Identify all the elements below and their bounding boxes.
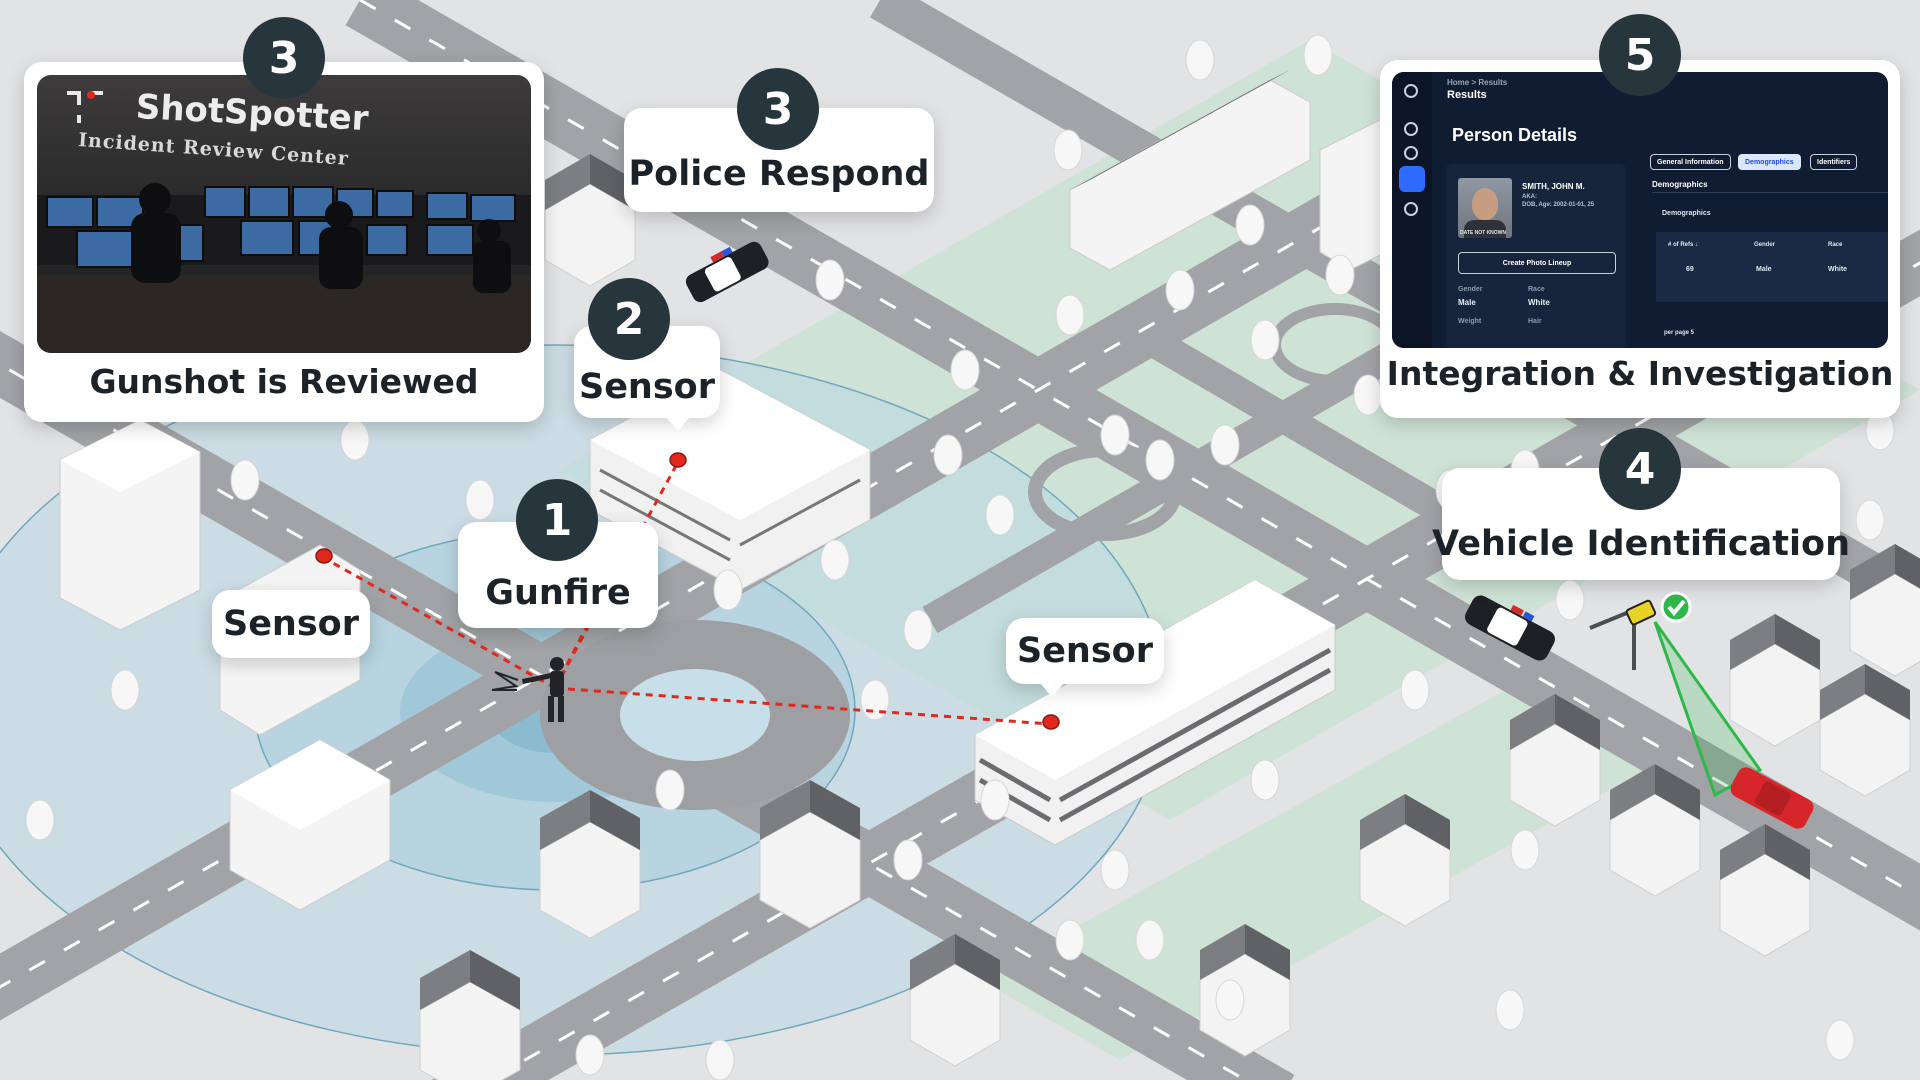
police-respond-label: Police Respond (628, 154, 930, 194)
monitor-wall (37, 186, 531, 268)
detection-lines (323, 461, 1051, 726)
gunfire-callout: Gunfire (458, 522, 658, 628)
step-badge-vehicle: 4 (1599, 428, 1681, 510)
step-badge-police: 3 (737, 68, 819, 150)
table-header: Race (1828, 242, 1843, 248)
roundabout (540, 620, 850, 810)
gender-label: Gender (1458, 286, 1483, 293)
breadcrumb: Home > Results (1447, 78, 1508, 87)
shooter-figure (491, 657, 564, 722)
home-icon (1404, 146, 1418, 160)
step-badge-sensor: 2 (588, 278, 670, 360)
step-badge-review: 3 (243, 17, 325, 99)
sensor-label-right: Sensor (1016, 631, 1153, 671)
police-car-top (685, 241, 769, 303)
gender-value: Male (1458, 298, 1476, 307)
table-cell: Male (1756, 266, 1772, 273)
sensor-label-left: Sensor (222, 604, 359, 644)
race-label: Race (1528, 286, 1545, 293)
table-cell: 69 (1686, 266, 1694, 273)
weight-label: Weight (1458, 318, 1482, 325)
results-heading: Results (1447, 89, 1487, 101)
tab-general-information: General Information (1650, 154, 1731, 170)
desk (37, 275, 531, 353)
step-badge-integration: 5 (1599, 14, 1681, 96)
race-value: White (1528, 298, 1550, 307)
houses (419, 154, 1920, 1080)
sensor-callout-right: Sensor (1006, 618, 1164, 684)
gunfire-label: Gunfire (485, 573, 631, 613)
demographics-table: # of Refs ↓ Gender Race 69 Male White (1656, 232, 1888, 302)
table-header: Gender (1754, 242, 1776, 248)
demographics-subheader: Demographics (1662, 210, 1711, 217)
operators (131, 183, 511, 293)
tab-identifiers: Identifiers (1810, 154, 1858, 170)
review-caption: Gunshot is Reviewed (89, 362, 479, 401)
review-center-photo: ShotSpotter Incident Review Center (37, 75, 531, 353)
table-header: # of Refs ↓ (1668, 242, 1699, 248)
checkmark-icon (1660, 591, 1692, 623)
red-car (1730, 767, 1814, 829)
license-plate-camera (1589, 599, 1657, 670)
search-icon (1399, 166, 1425, 192)
person-dob: DOB, Age: 2002-01-01, 25 (1522, 202, 1595, 208)
tab-demographics: Demographics (1738, 154, 1801, 170)
review-panel: ShotSpotter Incident Review Center Gunsh… (24, 62, 544, 422)
integration-caption: Integration & Investigation (1386, 354, 1894, 393)
folder-icon (1404, 202, 1418, 216)
create-photo-lineup-button: Create Photo Lineup (1458, 252, 1616, 274)
callout-pointer (1040, 683, 1064, 697)
logo-crosshair-icon (67, 91, 103, 123)
person-aka: AKA: (1522, 194, 1537, 200)
demographics-header: Demographics (1652, 180, 1708, 189)
person-name: SMITH, JOHN M. (1522, 182, 1585, 191)
per-page-select: per page 5 (1664, 330, 1695, 336)
mugshot-tag: DATE NOT KNOWN (1460, 230, 1507, 236)
table-cell: White (1828, 266, 1848, 273)
person-card: DATE NOT KNOWN SMITH, JOHN M. AKA: DOB, … (1446, 164, 1626, 348)
review-center-scene (37, 91, 531, 353)
integration-panel: Home > Results Results Person Details DA… (1380, 60, 1900, 418)
divider (1652, 192, 1888, 193)
app-sidebar (1392, 72, 1432, 348)
person-details-title: Person Details (1452, 125, 1578, 145)
sensor-label-top: Sensor (578, 367, 715, 407)
sensor-callout-left: Sensor (212, 590, 370, 658)
mugshot-photo (1458, 178, 1512, 238)
police-car-right (1465, 595, 1555, 661)
hair-label: Hair (1528, 318, 1542, 325)
sensor-dots (315, 452, 1060, 730)
vehicle-identification-label: Vehicle Identification (1432, 524, 1850, 564)
vehicle-identification-callout: Vehicle Identification (1432, 468, 1850, 580)
step-badge-gunfire: 1 (516, 479, 598, 561)
app-logo-icon (1404, 84, 1418, 98)
collapse-icon (1404, 122, 1418, 136)
callout-pointer (666, 417, 690, 431)
person-details-screenshot: Home > Results Results Person Details DA… (1392, 72, 1888, 348)
